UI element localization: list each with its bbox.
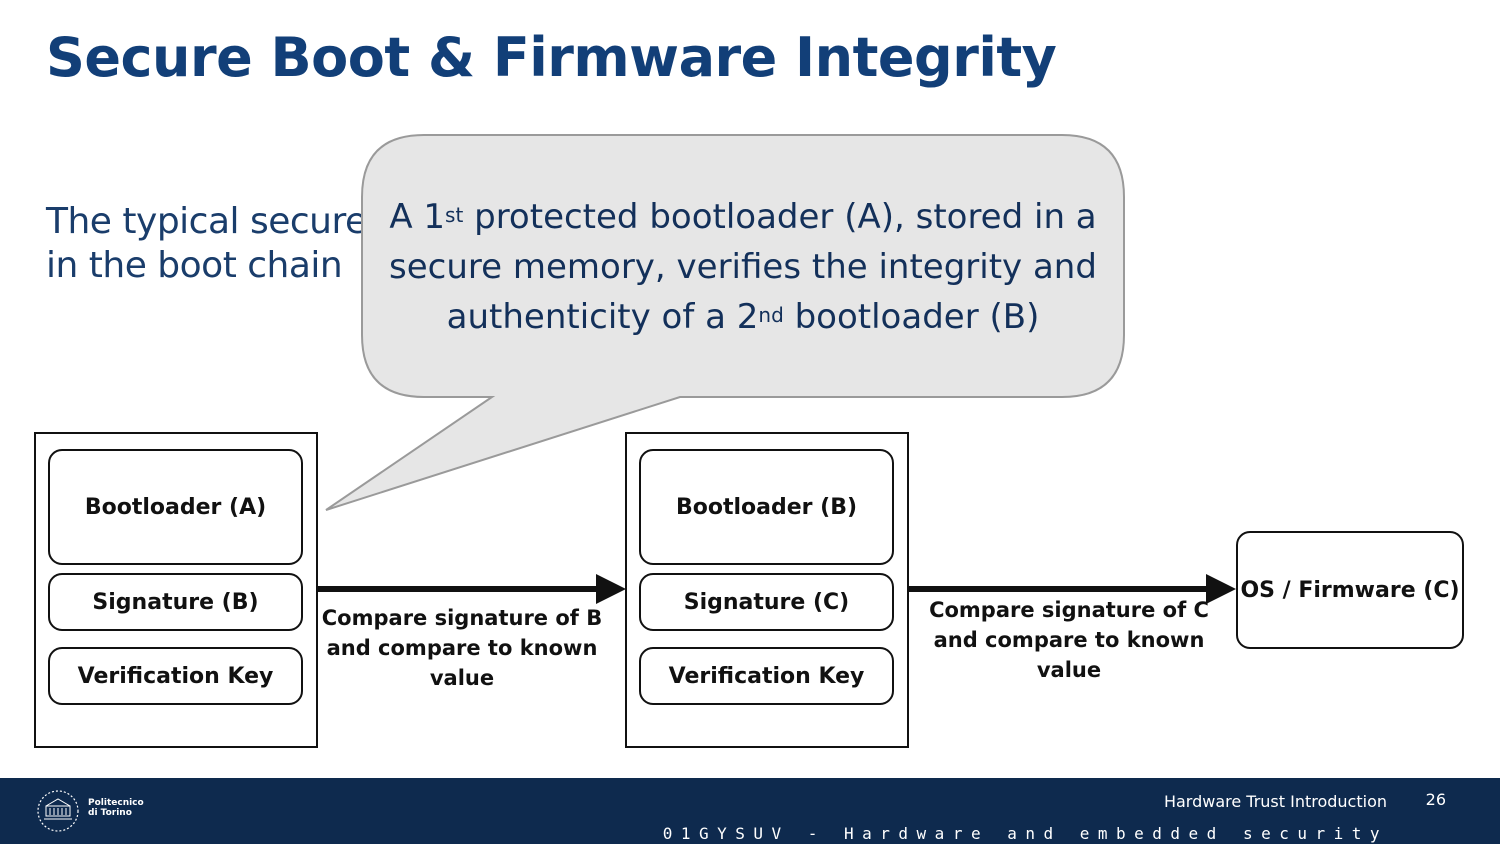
logo-text-line-1: Politecnico [88, 798, 144, 808]
slide-title: Secure Boot & Firmware Integrity [46, 26, 1057, 89]
callout-text: A 1st protected bootloader (A), stored i… [376, 192, 1110, 342]
signature-b-box: Signature (B) [48, 573, 303, 631]
logo-text: Politecnico di Torino [88, 798, 144, 818]
footer-bar: Politecnico di Torino Hardware Trust Int… [0, 778, 1500, 844]
callout-superscript-1: st [445, 203, 464, 227]
footer-deck-title: Hardware Trust Introduction [1163, 792, 1387, 811]
arrow-1-label-line-1: Compare signature of B [321, 606, 603, 630]
callout-text-part-1: A 1 [389, 197, 446, 237]
arrow-2-label-line-2: and compare to known [933, 628, 1205, 652]
page-number: 26 [1425, 790, 1446, 809]
university-logo-icon [37, 790, 79, 832]
callout-superscript-2: nd [758, 303, 784, 327]
arrow-1-label: Compare signature of B and compare to kn… [312, 603, 612, 693]
course-label: 01GYSUV - Hardware and embedded security [662, 824, 1388, 843]
arrow-2-label-line-1: Compare signature of C [929, 598, 1209, 622]
callout-text-part-2: protected bootloader (A), stored in a se… [389, 197, 1097, 337]
signature-c-box: Signature (C) [639, 573, 894, 631]
arrow-1-label-line-2: and compare to known [326, 636, 598, 660]
callout-text-part-3: bootloader (B) [783, 297, 1040, 337]
arrow-2-head [1206, 574, 1236, 604]
bootloader-b-box: Bootloader (B) [639, 449, 894, 565]
body-line-2: in the boot chain [46, 245, 343, 286]
logo-text-line-2: di Torino [88, 808, 132, 818]
arrow-1-label-line-3: value [429, 666, 495, 690]
arrow-2-label-line-3: value [1036, 658, 1102, 682]
bootloader-a-box: Bootloader (A) [48, 449, 303, 565]
callout-bubble [325, 134, 1125, 511]
verification-key-a-box: Verification Key [48, 647, 303, 705]
arrow-1-head [596, 574, 626, 604]
os-firmware-box: OS / Firmware (C) [1236, 531, 1464, 649]
verification-key-b-box: Verification Key [639, 647, 894, 705]
arrow-2-label: Compare signature of C and compare to kn… [919, 595, 1219, 685]
